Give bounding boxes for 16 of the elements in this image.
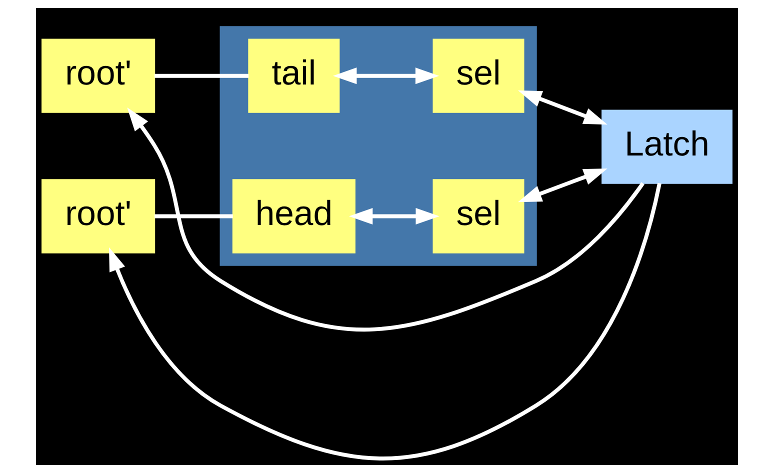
arrow [348, 208, 440, 225]
node-box: root' [42, 38, 156, 113]
arrow [108, 182, 662, 460]
node-box: root' [42, 179, 156, 254]
node-box: sel [432, 179, 524, 254]
node-box: tail [248, 38, 340, 113]
connector [154, 74, 249, 78]
cluster [220, 26, 537, 266]
arrow [518, 90, 608, 125]
arrow [333, 68, 440, 84]
node-box: head [232, 179, 356, 254]
node-box: sel [432, 38, 524, 113]
connector [154, 214, 233, 218]
arrow [518, 168, 608, 202]
arrow [127, 108, 645, 332]
node-box: Latch [602, 110, 732, 184]
